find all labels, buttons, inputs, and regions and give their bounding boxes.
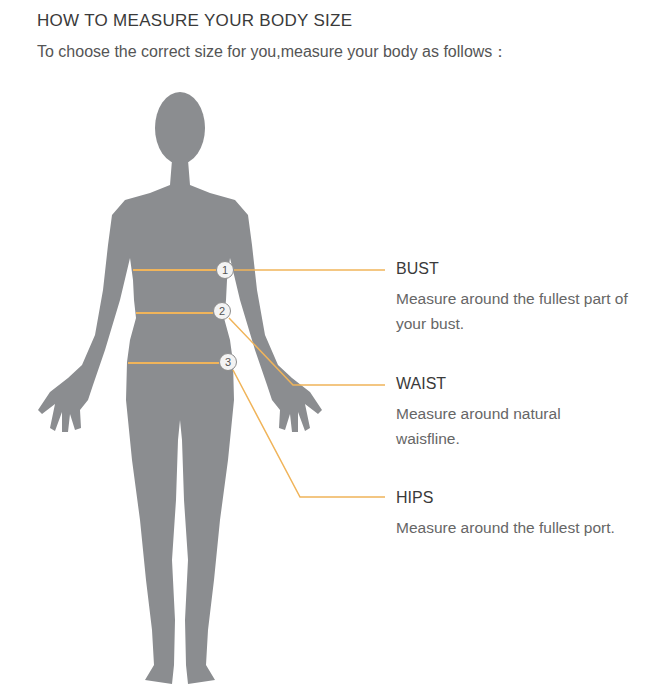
subtitle: To choose the correct size for you,measu… — [37, 41, 637, 63]
callout-circle: 2 — [213, 302, 231, 320]
waist-line — [136, 312, 213, 314]
part-heading: BUST — [396, 258, 636, 280]
page-title: HOW TO MEASURE YOUR BODY SIZE — [37, 11, 352, 31]
part-heading: WAIST — [396, 373, 636, 395]
head — [155, 92, 205, 164]
callout-number: 2 — [219, 306, 225, 317]
leader-line — [229, 318, 385, 385]
hips-line — [128, 362, 219, 364]
part-heading: HIPS — [396, 487, 636, 509]
leader-line — [234, 269, 385, 271]
callout-circle: 1 — [216, 261, 234, 279]
callout-circle: 3 — [219, 353, 237, 371]
part-description: Measure around the fullest port. — [396, 515, 660, 540]
body-silhouette — [38, 160, 322, 684]
bust-line — [133, 269, 216, 271]
callout-number: 1 — [222, 265, 228, 276]
leader-line — [233, 370, 385, 497]
part-description: Measure around natural waisfline. — [396, 401, 596, 451]
part-description: Measure around the fullest part of your … — [396, 286, 646, 336]
callout-number: 3 — [225, 357, 231, 368]
